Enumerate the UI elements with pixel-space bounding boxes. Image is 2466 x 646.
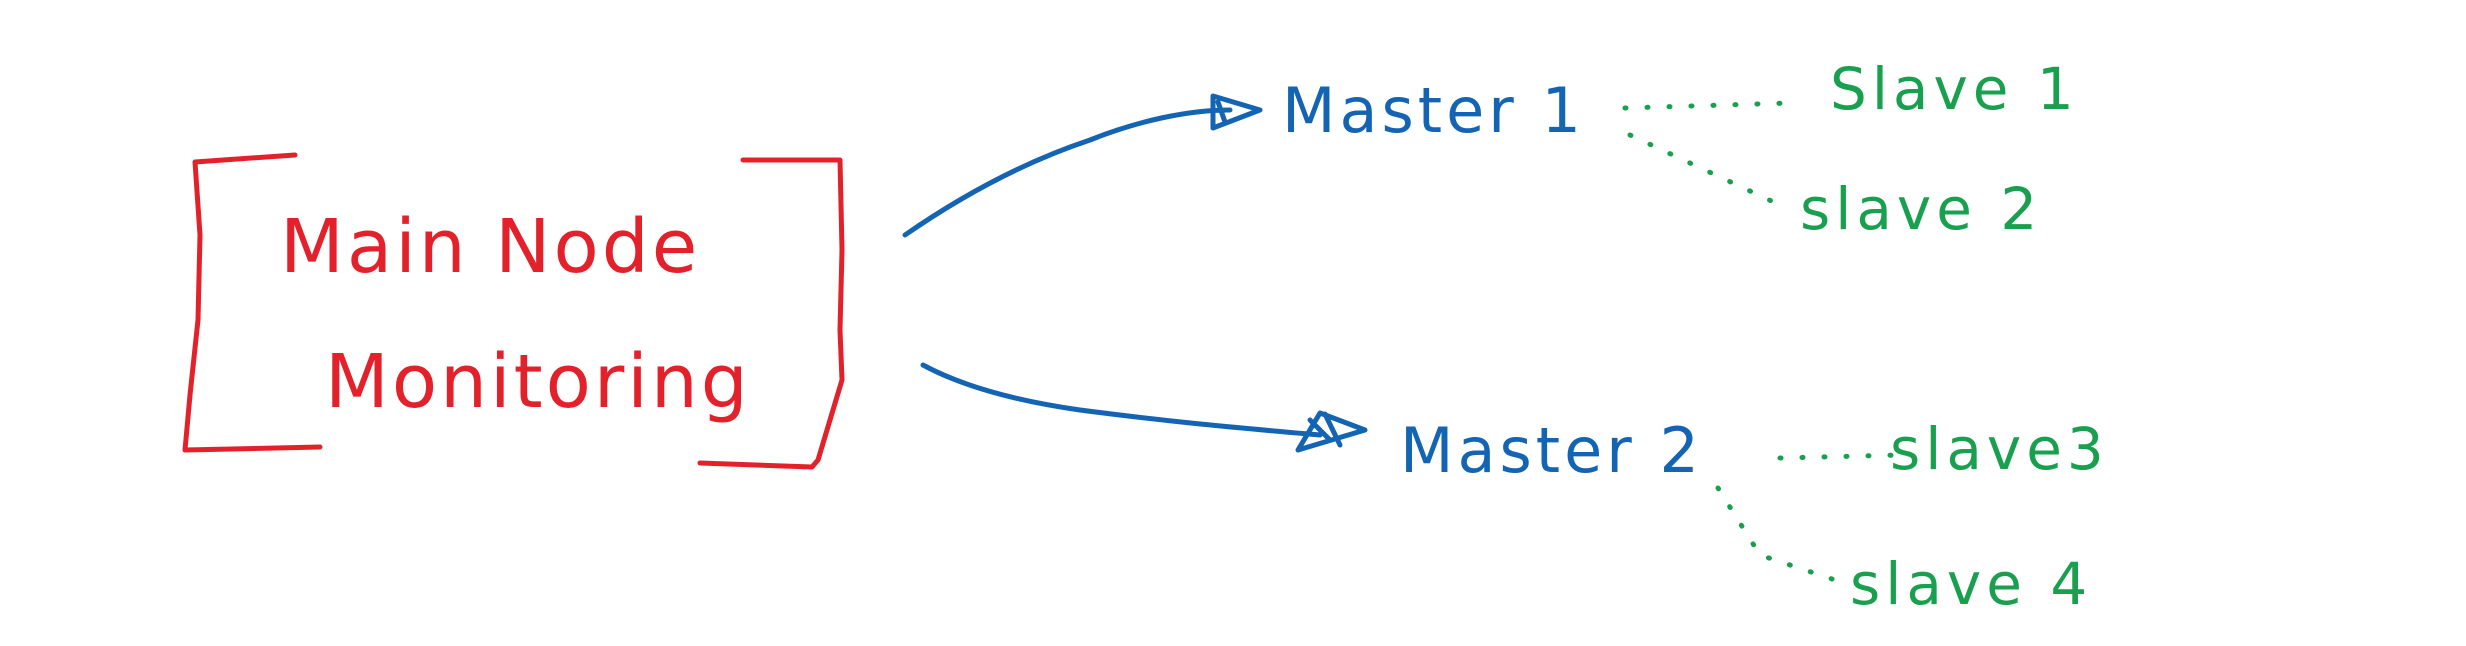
slave-1-label: Slave 1 xyxy=(1830,55,2079,123)
arrowhead-master-1 xyxy=(1210,93,1263,131)
link-master2-slave3 xyxy=(1777,452,1903,461)
main-node-right-bracket xyxy=(697,157,845,470)
main-node-title: Main Node xyxy=(280,204,701,290)
arrowhead-master-2 xyxy=(1295,410,1368,453)
link-master1-slave1 xyxy=(1622,100,1793,111)
link-master2-slave4 xyxy=(1715,485,1838,583)
master-2-label: Master 2 xyxy=(1400,414,1703,487)
arrow-to-master-1 xyxy=(902,107,1233,238)
slave-4-label: slave 4 xyxy=(1850,550,2093,618)
arrow-to-master-2 xyxy=(920,362,1323,438)
master-1-label: Master 1 xyxy=(1282,74,1585,147)
slave-2-label: slave 2 xyxy=(1800,175,2043,243)
main-node-left-bracket xyxy=(182,152,323,453)
slave-3-label: slave3 xyxy=(1890,415,2109,483)
main-node-subtitle: Monitoring xyxy=(325,339,751,425)
main-node-box xyxy=(182,152,845,470)
link-master1-slave2 xyxy=(1627,132,1783,208)
